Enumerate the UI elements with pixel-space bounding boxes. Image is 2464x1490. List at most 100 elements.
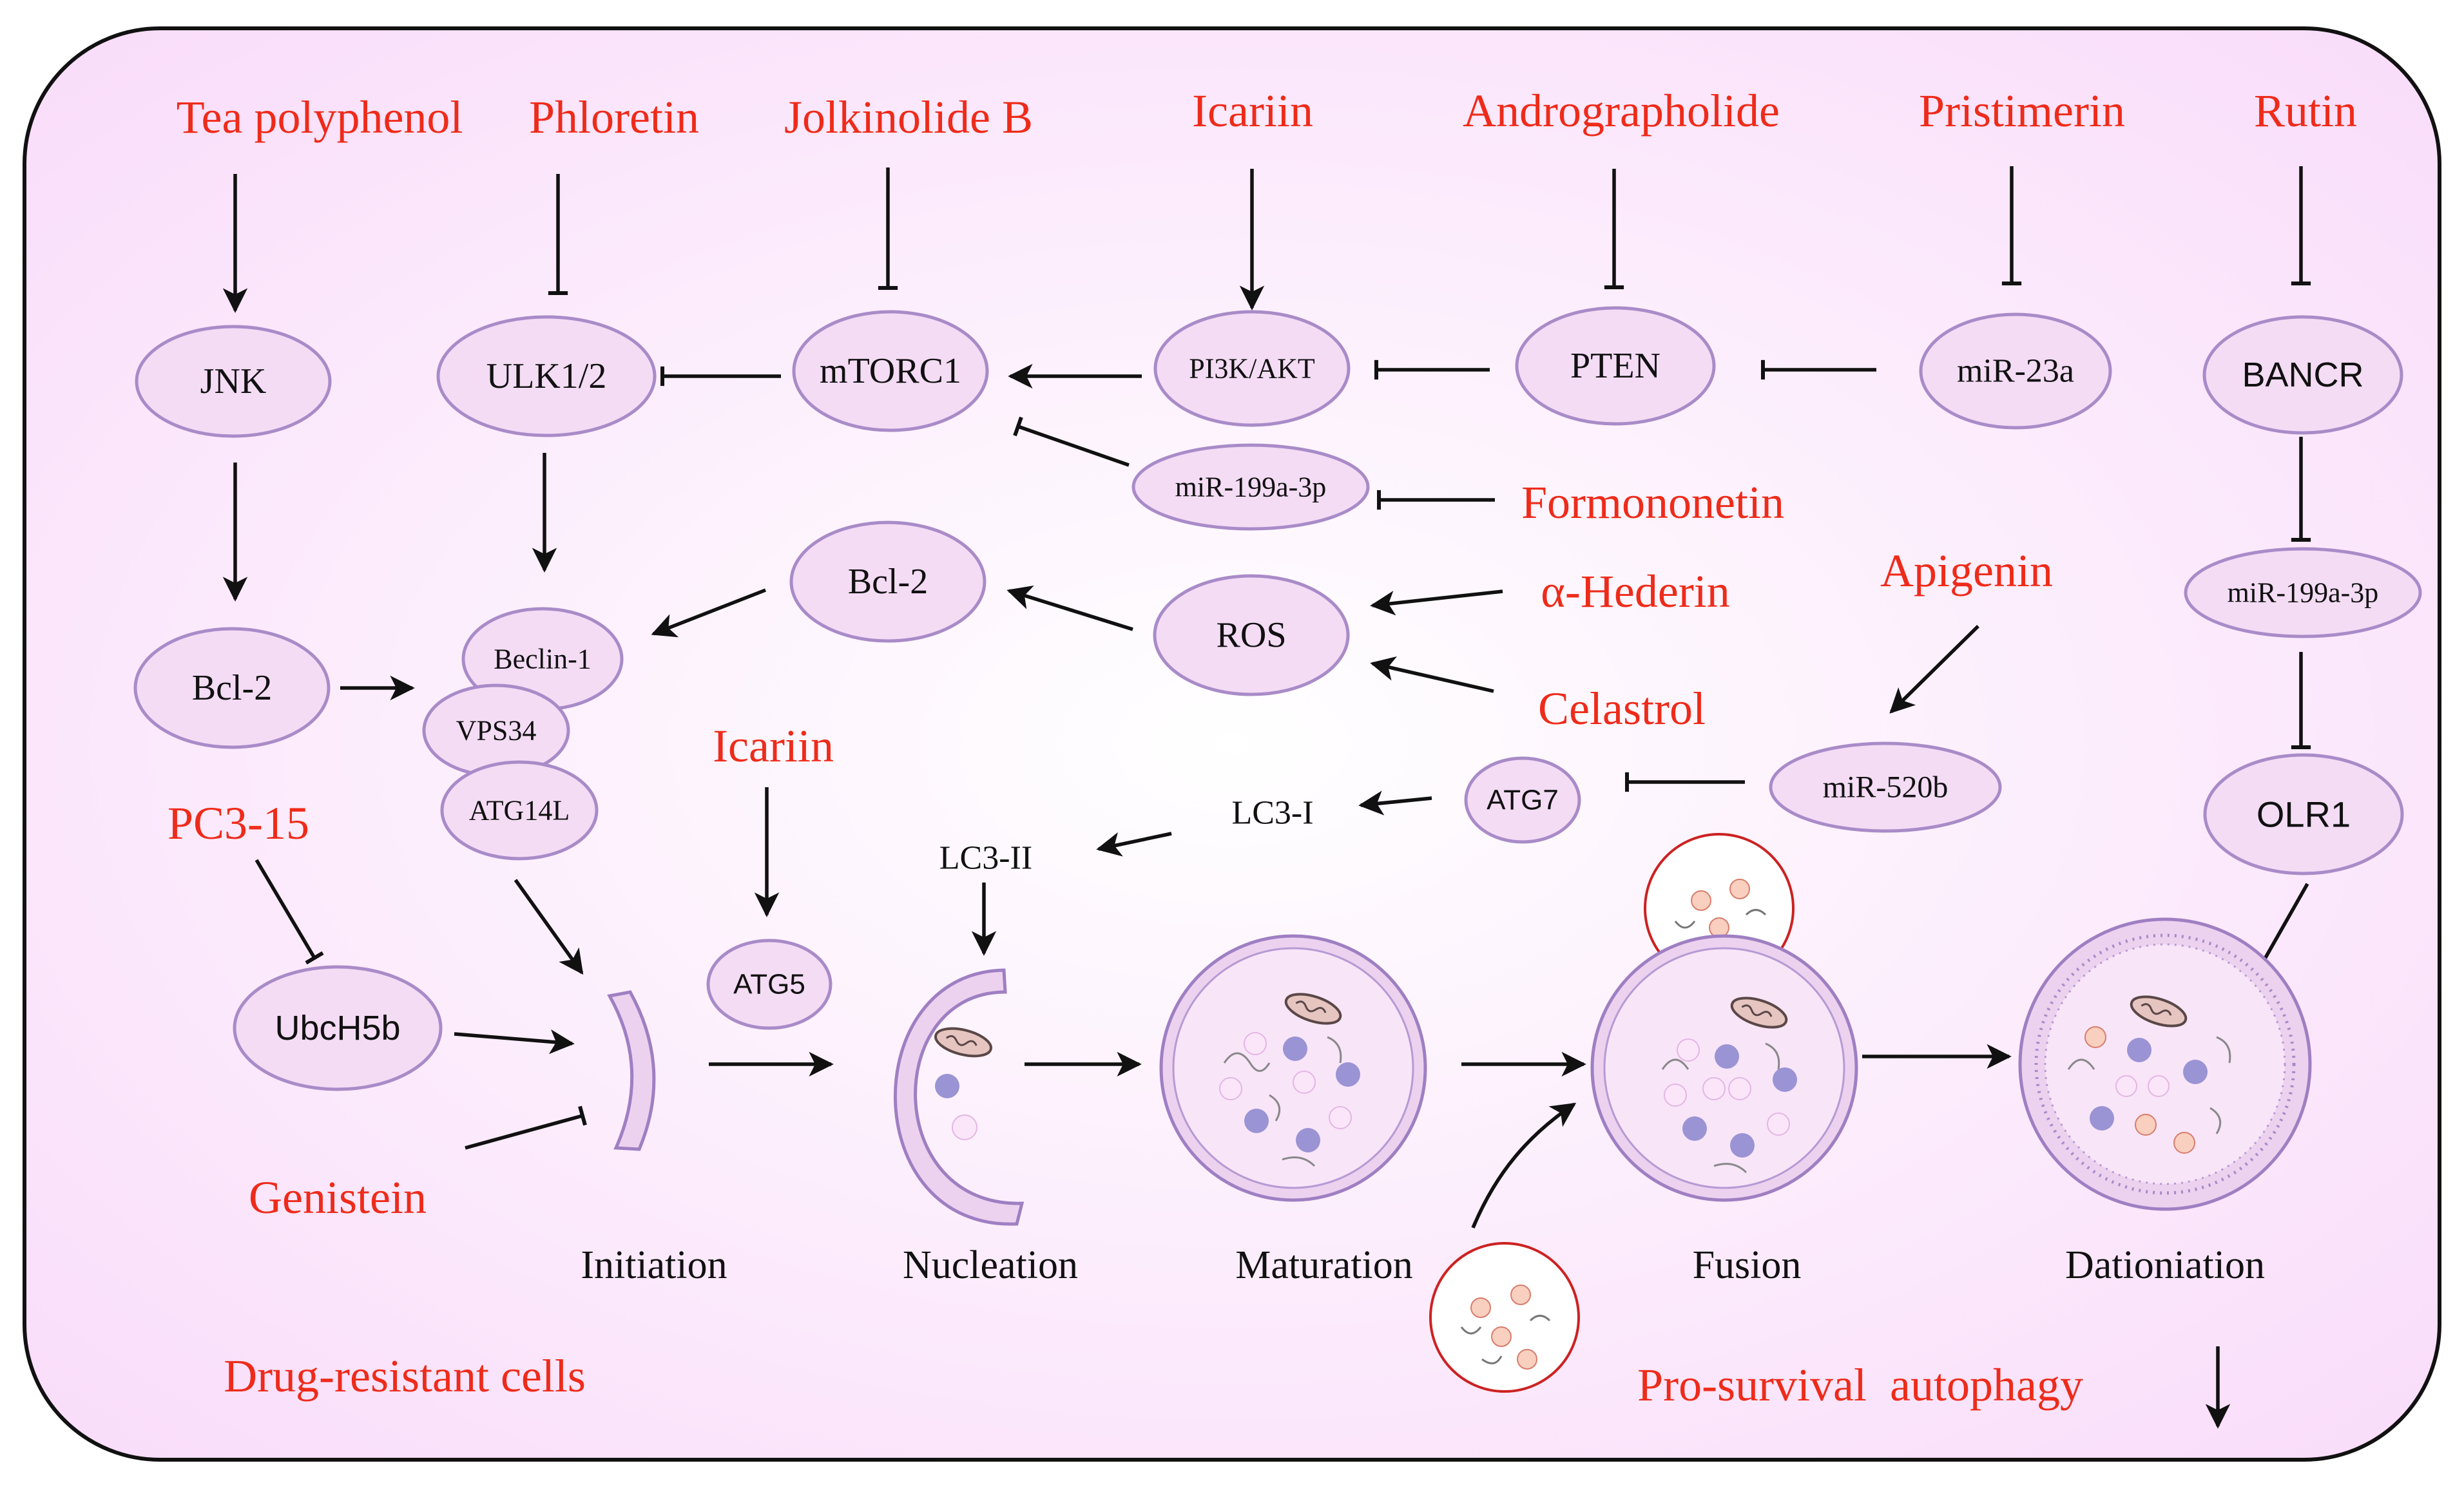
node-mir23a-label: miR-23a: [1957, 353, 2074, 390]
node-ulk: ULK1/2: [436, 315, 657, 437]
nodes: JNK ULK1/2 mTORC1 PI3K/AKT PTEN miR-23a …: [133, 306, 2422, 1091]
mitochondrion-icon: [1284, 993, 1342, 1025]
drug-icariin-mid: Icariin: [713, 720, 834, 772]
node-bcl2-mid: Bcl-2: [789, 521, 987, 643]
drug-hederin: α-Hederin: [1541, 566, 1730, 617]
edge-apigenin-mir520b: [1889, 625, 1979, 714]
node-mir199-right-label: miR-199a-3p: [2228, 577, 2379, 609]
node-bcl2-mid-label: Bcl-2: [848, 562, 928, 602]
node-mir199-right: miR-199a-3p: [2184, 547, 2422, 638]
node-jnk-label: JNK: [200, 361, 267, 401]
cargo-dot: [1773, 1067, 1797, 1092]
edge-ubch5b-initiation: [454, 1029, 575, 1055]
node-ros-label: ROS: [1217, 615, 1287, 655]
node-mir199-mid-label: miR-199a-3p: [1175, 472, 1327, 503]
cargo-dot: [1702, 1077, 1726, 1100]
node-atg14l: ATG14L: [440, 760, 599, 861]
edges: [222, 166, 2311, 1429]
stage-illustrations: [607, 833, 2312, 1393]
stage-nucleation: Nucleation: [903, 1243, 1078, 1287]
node-atg5-label: ATG5: [733, 969, 805, 1000]
cargo-dot: [1329, 1106, 1352, 1129]
cargo-dot: [2183, 1060, 2208, 1084]
edge-lysosome-fusion: [1471, 1102, 1577, 1229]
initiation-phagophore: [607, 990, 656, 1151]
drug-phloretin: Phloretin: [529, 91, 699, 143]
drug-pc3-15: PC3-15: [168, 798, 309, 849]
drug-genistein: Genistein: [249, 1172, 427, 1223]
node-olr1: OLR1: [2203, 753, 2404, 875]
edge-atg14l-initiation: [514, 879, 584, 975]
cargo-dot: [1664, 1084, 1687, 1107]
cargo-dot: [1728, 1077, 1751, 1100]
node-atg7-label: ATG7: [1487, 785, 1559, 816]
node-mtorc1: mTORC1: [792, 310, 989, 432]
maturation-autophagosome: [1159, 934, 1427, 1202]
stage-fusion: Fusion: [1693, 1243, 1802, 1287]
edge-celastrol-ros: [1370, 656, 1494, 693]
cargo-dot: [1283, 1036, 1307, 1061]
cargo-dot: [1219, 1077, 1242, 1100]
cargo-dot: [2090, 1106, 2114, 1131]
lysosome-bottom: [1429, 1242, 1580, 1393]
stage-initiation: Initiation: [581, 1243, 727, 1287]
edge-olr1-dation: [2252, 883, 2309, 971]
edge-lc3i-lc3ii: [1096, 832, 1172, 857]
node-olr1-label: OLR1: [2257, 794, 2351, 835]
cargo-dot: [1336, 1062, 1360, 1087]
cargo-dot: [2115, 1075, 2137, 1097]
cargo-dot: [952, 1114, 977, 1140]
node-pi3k-label: PI3K/AKT: [1189, 353, 1315, 385]
cargo-dot: [1244, 1109, 1269, 1133]
node-mir520b-label: miR-520b: [1823, 770, 1949, 805]
drug-rutin: Rutin: [2254, 85, 2357, 137]
cargo-dot: [2084, 1026, 2106, 1048]
cargo-dot: [2173, 1132, 2195, 1154]
node-jnk: JNK: [135, 325, 332, 438]
node-ros: ROS: [1153, 574, 1350, 696]
drug-labels: Tea polyphenol Phloretin Jolkinolide B I…: [168, 85, 2357, 1411]
cargo-dot: [2127, 1038, 2151, 1062]
node-ubch5b: UbcH5b: [233, 965, 443, 1091]
mitochondrion-icon: [2130, 995, 2188, 1027]
cargo-dot: [1730, 1133, 1755, 1158]
node-atg14l-label: ATG14L: [469, 795, 570, 826]
cargo-dot: [1293, 1071, 1316, 1094]
node-vps34: VPS34: [422, 683, 570, 778]
node-bancr: BANCR: [2202, 315, 2403, 435]
label-lc3ii: LC3-II: [939, 840, 1032, 877]
node-ubch5b-label: UbcH5b: [274, 1009, 400, 1047]
node-bcl2-left-label: Bcl-2: [192, 668, 272, 708]
stage-labels: Initiation Nucleation Maturation Fusion …: [581, 1243, 2265, 1287]
drug-icariin-top: Icariin: [1192, 85, 1313, 137]
drug-pristimerin: Pristimerin: [1919, 85, 2125, 137]
drug-formononetin: Formononetin: [1521, 477, 1784, 528]
node-pten-label: PTEN: [1570, 346, 1660, 386]
edge-hederin-ros: [1370, 589, 1503, 616]
cargo-dot: [1677, 1038, 1700, 1062]
node-bancr-label: BANCR: [2242, 356, 2363, 394]
edge-mir199-mtorc1: [1013, 416, 1130, 467]
drug-jolkinolide-b: Jolkinolide B: [784, 91, 1033, 143]
cargo-dot: [2148, 1075, 2170, 1097]
label-lc3i: LC3-I: [1231, 795, 1313, 832]
node-pi3k: PI3K/AKT: [1153, 310, 1351, 427]
cargo-dot: [2135, 1114, 2157, 1136]
node-mir199-mid: miR-199a-3p: [1131, 443, 1370, 531]
label-pro-survival-autophagy: Pro-survival autophagy: [1637, 1359, 2083, 1411]
node-beclin-label: Beclin-1: [494, 644, 592, 675]
node-pten: PTEN: [1515, 306, 1716, 426]
node-mir23a: miR-23a: [1919, 312, 2112, 430]
label-drug-resistant-cells: Drug-resistant cells: [224, 1350, 586, 1402]
mitochondrion-icon: [934, 1027, 992, 1058]
edge-ros-bcl2mid: [1006, 585, 1133, 631]
node-mtorc1-label: mTORC1: [820, 351, 961, 391]
cargo-dot: [935, 1074, 959, 1098]
drug-andrographolide: Andrographolide: [1463, 85, 1780, 137]
stage-maturation: Maturation: [1235, 1243, 1413, 1287]
mitochondrion-icon: [1730, 997, 1788, 1029]
nucleation-phagophore: [894, 968, 1025, 1226]
node-mir520b: miR-520b: [1769, 741, 2002, 833]
